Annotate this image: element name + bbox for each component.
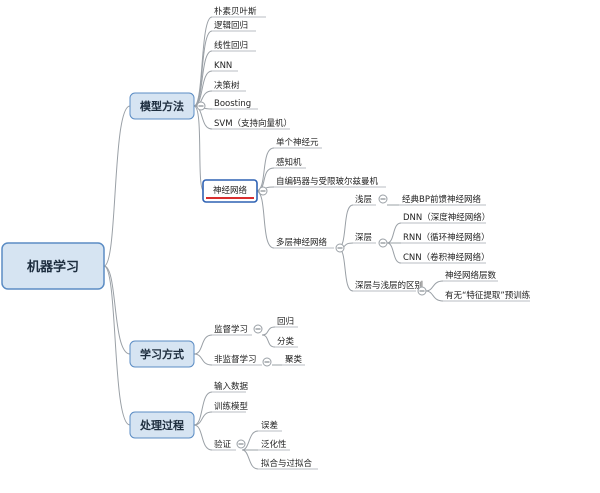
collapse-multilayer-icon[interactable]: [335, 243, 345, 253]
root-label: 机器学习: [27, 259, 79, 275]
leaf-decision-tree[interactable]: 决策树: [212, 80, 246, 92]
svg-text:泛化性: 泛化性: [261, 439, 287, 450]
node-shallow[interactable]: 浅层: [353, 194, 376, 206]
collapse-supervised-icon[interactable]: [253, 324, 263, 334]
leaf-cnn[interactable]: CNN（卷积神经网络）: [401, 252, 490, 264]
leaf-logistic-regression[interactable]: 逻辑回归: [212, 20, 256, 32]
leaf-rnn[interactable]: RNN（循环神经网络）: [401, 232, 490, 244]
svg-text:非监督学习: 非监督学习: [214, 354, 257, 365]
svg-text:单个神经元: 单个神经元: [276, 137, 319, 148]
svg-text:经典BP前馈神经网络: 经典BP前馈神经网络: [402, 194, 481, 205]
svg-text:多层神经网络: 多层神经网络: [276, 237, 328, 248]
leaf-generalization[interactable]: 泛化性: [258, 439, 290, 451]
node-multilayer-nn[interactable]: 多层神经网络: [274, 237, 334, 249]
svg-text:Boosting: Boosting: [214, 99, 251, 109]
svg-text:自编码器与受限玻尔兹曼机: 自编码器与受限玻尔兹曼机: [276, 176, 379, 187]
svg-text:回归: 回归: [277, 316, 294, 327]
connector-lines: [103, 16, 444, 470]
branch-process-label: 处理过程: [139, 418, 184, 432]
svg-text:拟合与过拟合: 拟合与过拟合: [261, 458, 313, 469]
leaf-clustering[interactable]: 聚类: [282, 354, 305, 366]
svg-text:RNN（循环神经网络）: RNN（循环神经网络）: [403, 232, 490, 243]
svg-text:朴素贝叶斯: 朴素贝叶斯: [214, 6, 257, 17]
collapse-diff-icon[interactable]: [417, 286, 427, 296]
leaf-knn[interactable]: KNN: [212, 61, 238, 72]
node-supervised[interactable]: 监督学习: [212, 324, 252, 336]
svg-text:深层: 深层: [355, 233, 372, 243]
node-validate[interactable]: 验证: [212, 439, 236, 451]
svg-text:线性回归: 线性回归: [214, 40, 248, 51]
collapse-shallow-icon[interactable]: [378, 194, 388, 204]
svg-text:训练模型: 训练模型: [214, 401, 249, 412]
branch-learning[interactable]: 学习方式: [129, 340, 195, 368]
branch-process[interactable]: 处理过程: [129, 411, 195, 439]
leaf-boosting[interactable]: Boosting: [212, 99, 258, 110]
svg-text:感知机: 感知机: [276, 157, 302, 168]
collapse-validate-icon[interactable]: [236, 439, 246, 449]
leaf-layer-count[interactable]: 神经网络层数: [443, 270, 498, 282]
leaf-error[interactable]: 误差: [258, 420, 282, 432]
leaf-autoencoder-rbm[interactable]: 自编码器与受限玻尔兹曼机: [274, 176, 386, 188]
branch-learning-label: 学习方式: [140, 347, 184, 361]
node-neural-network[interactable]: 神经网络: [202, 179, 258, 203]
svg-text:有无“特征提取”预训练: 有无“特征提取”预训练: [445, 290, 531, 301]
svg-text:逻辑回归: 逻辑回归: [214, 20, 248, 31]
leaf-fitting[interactable]: 拟合与过拟合: [258, 458, 318, 470]
leaf-naive-bayes[interactable]: 朴素贝叶斯: [212, 6, 266, 18]
leaf-train-model[interactable]: 训练模型: [212, 401, 249, 413]
svg-text:监督学习: 监督学习: [214, 324, 248, 335]
svg-text:神经网络: 神经网络: [213, 185, 248, 196]
leaf-classification[interactable]: 分类: [275, 336, 298, 348]
leaf-input-data[interactable]: 输入数据: [212, 381, 249, 393]
svg-text:SVM（支持向量机）: SVM（支持向量机）: [214, 118, 292, 129]
node-deep[interactable]: 深层: [353, 233, 376, 244]
leaf-pretraining[interactable]: 有无“特征提取”预训练: [443, 290, 531, 302]
root-node[interactable]: 机器学习: [1, 242, 105, 290]
branch-models-label: 模型方法: [140, 99, 184, 113]
svg-text:分类: 分类: [277, 336, 295, 347]
svg-text:DNN（深度神经网络）: DNN（深度神经网络）: [403, 212, 490, 223]
collapse-models-icon[interactable]: [196, 101, 206, 111]
leaf-regression[interactable]: 回归: [275, 316, 298, 328]
branch-models[interactable]: 模型方法: [129, 92, 195, 120]
svg-text:神经网络层数: 神经网络层数: [445, 270, 497, 281]
svg-text:验证: 验证: [214, 439, 232, 450]
svg-text:决策树: 决策树: [214, 80, 240, 91]
collapse-unsupervised-icon[interactable]: [262, 357, 272, 367]
leaf-perceptron[interactable]: 感知机: [274, 157, 306, 169]
svg-text:误差: 误差: [261, 420, 278, 431]
node-unsupervised[interactable]: 非监督学习: [212, 354, 262, 366]
leaf-svm[interactable]: SVM（支持向量机）: [212, 118, 292, 130]
svg-text:CNN（卷积神经网络）: CNN（卷积神经网络）: [403, 252, 490, 263]
svg-text:聚类: 聚类: [285, 354, 303, 365]
svg-text:深层与浅层的区别: 深层与浅层的区别: [355, 280, 423, 291]
node-deep-shallow-diff[interactable]: 深层与浅层的区别: [353, 280, 423, 292]
leaf-linear-regression[interactable]: 线性回归: [212, 40, 256, 52]
svg-text:输入数据: 输入数据: [214, 381, 249, 392]
collapse-deep-icon[interactable]: [378, 238, 388, 248]
leaf-dnn[interactable]: DNN（深度神经网络）: [401, 212, 490, 224]
leaf-bp-network[interactable]: 经典BP前馈神经网络: [399, 194, 486, 206]
leaf-single-neuron[interactable]: 单个神经元: [274, 137, 322, 149]
svg-text:浅层: 浅层: [355, 194, 372, 205]
collapse-nn-icon[interactable]: [258, 186, 268, 196]
svg-text:KNN: KNN: [214, 61, 232, 71]
